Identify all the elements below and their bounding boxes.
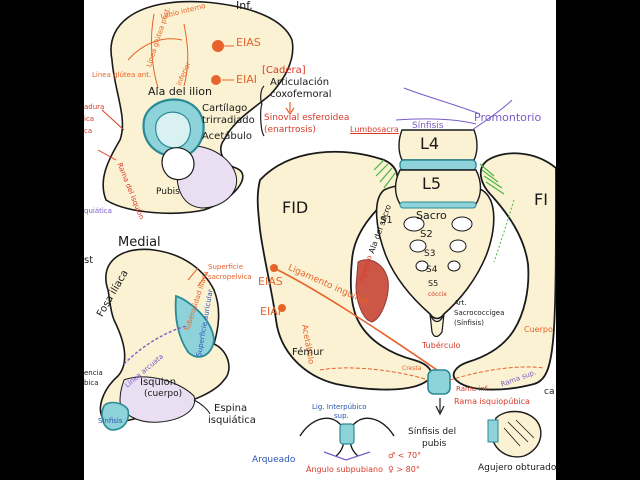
ischium-body-shading	[119, 376, 196, 423]
isquiatica-partial-label: quiática	[84, 207, 112, 215]
trirradiado-label: trirradiado	[202, 115, 255, 126]
eias-label-pelvis: EIAS	[258, 275, 283, 288]
pelvis-right-ilium	[452, 152, 556, 391]
notes-canvas: Inf. Labio interno Línea glútea post. Lí…	[84, 0, 556, 480]
disc-l5-s1	[399, 201, 477, 209]
pubic-symphysis	[427, 369, 451, 395]
coccyx	[429, 313, 445, 338]
promontorio-label: Promontorio	[474, 111, 542, 124]
art-label: Art.	[454, 299, 467, 307]
coccix-label: cóccix	[428, 291, 447, 298]
sacropelvica-label: sacropelvica	[208, 273, 252, 281]
s2-label: S2	[420, 229, 433, 240]
s1-label: S1	[380, 215, 393, 226]
ala-del-ilion-label: Ala del ilion	[148, 85, 212, 98]
ca-label: ca	[84, 127, 93, 135]
l5-label: L5	[422, 174, 442, 193]
sinovial-label: Sinovial esferoidea	[264, 113, 350, 123]
cuerpo-label: Cuerpo	[524, 325, 553, 334]
sinfisis-del-pubis-label-2: pubis	[422, 439, 447, 449]
agujero-obturado-label: Agujero obturado	[478, 463, 556, 473]
st-label: st	[84, 255, 94, 266]
linea-glutea-ant-label: Línea glútea ant.	[92, 71, 152, 79]
encia-label: encia	[84, 369, 103, 377]
s4-label: S4	[426, 265, 438, 275]
sinfisis-sc-label: (Sínfisis)	[454, 319, 484, 327]
arcuate-line	[123, 325, 187, 365]
subpubic-angle-diagram	[299, 417, 395, 457]
cadera-brace	[260, 85, 265, 137]
auricular-surface	[174, 294, 215, 358]
cresta-label: Cresta	[402, 365, 422, 372]
sacro-label: Sacro	[416, 209, 447, 222]
isquiatica-label: isquiática	[208, 415, 256, 426]
tuberculo-label: Tubérculo	[422, 341, 461, 350]
angle-male-label: ♂ < 70°	[388, 451, 422, 460]
femur-label: Fémur	[292, 347, 324, 358]
iliolumbar-fibers-right	[479, 163, 505, 195]
sinfisis-del-pubis-label-1: Sínfisis del	[408, 427, 457, 437]
coxofemoral-label: coxofemoral	[270, 89, 332, 100]
promontory-pointer	[471, 99, 513, 131]
eiai-dot	[211, 75, 221, 85]
obturator-hole-lateral	[161, 147, 195, 181]
acetabulum-inner	[155, 111, 191, 149]
fid-label: FID	[282, 198, 309, 217]
sinfisis-lumbosacra-label: Sínfisis	[412, 121, 444, 131]
espina-label: Espina	[214, 403, 248, 414]
disc-l4-l5	[399, 159, 477, 171]
inf-label: Inf.	[236, 0, 253, 12]
sacrococcigea-label: Sacrococcígea	[454, 309, 505, 317]
cartilago-label: Cartílago	[202, 103, 248, 114]
ca-partial-label: ca	[544, 387, 555, 397]
pubis-label: Pubis	[156, 187, 180, 197]
fii-label: FI	[534, 190, 548, 209]
lumbosacra-label: Lumbosacra	[350, 125, 399, 134]
sinfisis-medial-label: Sínfisis	[98, 417, 123, 425]
isquion-cuerpo-label: (cuerpo)	[144, 389, 183, 399]
articulacion-label: Articulación	[270, 77, 330, 88]
eias-dot	[212, 40, 224, 52]
s5-label: S5	[428, 279, 439, 288]
gluteal-lines	[127, 13, 189, 89]
superficie-label: Superficie	[208, 263, 244, 271]
iliolumbar-fibers-left	[373, 159, 397, 189]
cadera-label: [Cadera]	[262, 65, 306, 76]
isquion-label: Isquion	[140, 377, 177, 388]
lig-interpubico-label-2: sup.	[334, 412, 349, 420]
symphysis-medial	[101, 401, 130, 431]
eiai-label-top: EIAI	[236, 73, 257, 86]
inguinal-ligament	[273, 267, 441, 373]
arqueado-label: Arqueado	[252, 455, 296, 465]
acetabulo-label-top: Acetábulo	[202, 131, 252, 142]
lig-interpubico-label-1: Lig. Interpúbico	[312, 403, 367, 411]
s3-label: S3	[424, 249, 436, 259]
eias-label-top: EIAS	[236, 36, 261, 49]
eiai-label-pelvis: EIAI	[260, 305, 281, 318]
l4-label: L4	[420, 134, 440, 153]
obturator-diagram	[491, 410, 542, 458]
medial-heading: Medial	[118, 235, 161, 250]
adura-label: adura	[84, 103, 105, 111]
ilium-lateral-outline	[102, 0, 294, 214]
anatomy-drawing	[97, 0, 556, 461]
angulo-subpubiano-label: Ángulo subpubiano	[306, 465, 383, 474]
ica-label: ica	[84, 115, 95, 123]
angle-female-label: ♀ > 80°	[388, 465, 420, 474]
enartrosis-label: (enartrosis)	[264, 125, 316, 135]
bica-label: bica	[84, 379, 99, 387]
sacrospinous-muscle	[355, 259, 389, 323]
rama-inf-label: Rama inf.	[456, 385, 489, 393]
rama-isquiopubica-label: Rama isquiopúbica	[454, 397, 530, 406]
